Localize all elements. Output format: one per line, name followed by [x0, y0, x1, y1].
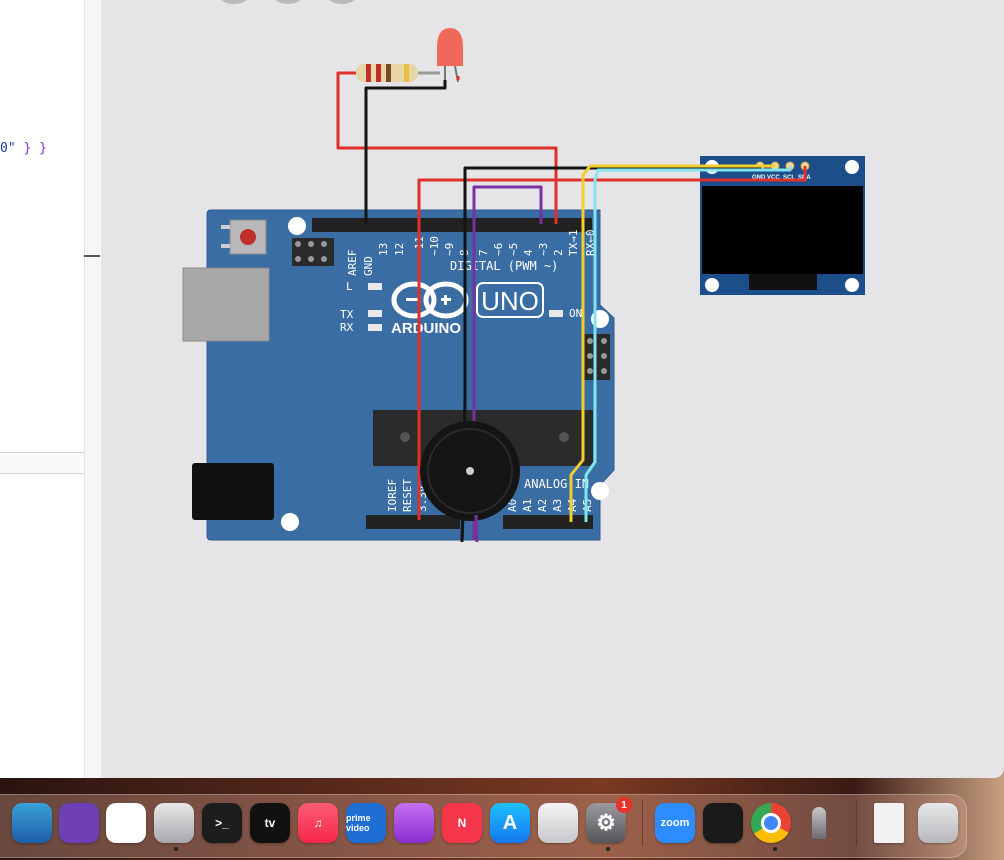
dock-finder-windows-icon[interactable]: [154, 803, 194, 843]
pin-label: ~9: [443, 243, 456, 256]
dock-icon-label: ⚙: [596, 810, 616, 835]
running-indicator: [174, 847, 178, 851]
dock-activity-monitor-icon[interactable]: [703, 803, 743, 843]
dock-podcasts-icon[interactable]: [394, 803, 434, 843]
pin-label: A0: [506, 499, 519, 512]
circuit-diagram: UNO ARDUINO DIGITAL (PWM ~) ANALOG IN L …: [182, 28, 865, 543]
board-brand-label: ARDUINO: [391, 320, 461, 337]
code-fragment: 0": [0, 141, 16, 156]
piezo-buzzer[interactable]: [420, 421, 520, 543]
dock-icon-label: ♫: [313, 816, 323, 830]
red-led[interactable]: [437, 28, 463, 84]
pin-label: GND: [362, 256, 375, 276]
led-label-l: L: [346, 280, 353, 293]
dock-icon-label: N: [457, 816, 467, 830]
dock-icon-label: A: [502, 811, 518, 834]
code-panel-divider: [0, 452, 100, 474]
pin-label: 2: [552, 249, 565, 256]
analog-pins-label: ANALOG IN: [524, 477, 589, 491]
running-indicator: [606, 847, 610, 851]
oled-pin-scl: SCL: [783, 175, 795, 181]
pin-label: A2: [536, 499, 549, 512]
dock-separator: [856, 800, 857, 846]
dock-icon-label: tv: [264, 816, 276, 830]
led-label-on: ON: [569, 307, 582, 320]
pin-label: IOREF: [386, 479, 399, 512]
dock-iphone-mirroring-icon[interactable]: [538, 803, 578, 843]
dock-news-icon[interactable]: N: [442, 803, 482, 843]
toolbar-dots: [219, 0, 381, 9]
notification-badge: 1: [616, 797, 632, 813]
dock-chrome-icon[interactable]: [751, 803, 791, 843]
pin-label: ~3: [537, 243, 550, 256]
editor-scrollbar[interactable]: [84, 0, 101, 778]
dock-instruments-icon[interactable]: [12, 803, 52, 843]
pin-label: TX→1: [567, 230, 580, 257]
pin-label: RESET: [401, 479, 414, 512]
scroll-marker: [84, 255, 100, 257]
dock-music-icon[interactable]: ♫: [298, 803, 338, 843]
dock-terminal-icon[interactable]: >_: [202, 803, 242, 843]
oled-pin-vcc: VCC: [767, 175, 780, 181]
dock-ollama-icon[interactable]: [106, 803, 146, 843]
dock-github-desktop-icon[interactable]: [59, 803, 99, 843]
pin-label: 4: [522, 249, 535, 256]
dock-icon-label: zoom: [660, 817, 690, 829]
dock-app-store-icon[interactable]: A: [490, 803, 530, 843]
led-label-tx: TX: [340, 308, 354, 321]
dock-zoom-icon[interactable]: zoom: [655, 803, 695, 843]
oled-display[interactable]: GND VCC SCL SDA: [700, 156, 865, 295]
pin-label: ~5: [507, 243, 520, 256]
code-line[interactable]: 0" } }: [0, 141, 47, 156]
dock-apple-tv-icon[interactable]: tv: [250, 803, 290, 843]
pin-label: A1: [521, 499, 534, 512]
simulation-canvas[interactable]: [101, 0, 1004, 778]
code-brace: } }: [15, 141, 47, 156]
pin-label: 13: [377, 243, 390, 256]
dock-trash-icon[interactable]: [918, 803, 958, 843]
pin-label: ~10: [428, 236, 441, 256]
oled-pin-gnd: GND: [752, 175, 766, 181]
board-model-label: UNO: [481, 286, 539, 316]
pin-label: ~6: [492, 243, 505, 256]
pin-label: 7: [477, 249, 490, 256]
arduino-uno-board[interactable]: UNO ARDUINO DIGITAL (PWM ~) ANALOG IN L …: [182, 209, 615, 541]
pin-label: AREF: [346, 250, 359, 277]
led-label-rx: RX: [340, 321, 354, 334]
dock-separator: [642, 800, 643, 846]
pin-label: A3: [551, 499, 564, 512]
dock-icon-label: >_: [215, 816, 229, 830]
digital-pins-label: DIGITAL (PWM ~): [450, 259, 558, 273]
running-indicator: [773, 847, 777, 851]
dock-prime-video-icon[interactable]: prime video: [346, 803, 386, 843]
dock-document-icon[interactable]: [874, 803, 904, 843]
dock-rocket-typist-icon[interactable]: [799, 803, 839, 843]
pin-label: 12: [393, 243, 406, 256]
dock-system-settings-icon[interactable]: ⚙1: [586, 797, 632, 843]
dock-icon-label: prime video: [346, 813, 371, 833]
wokwi-window: 0" } }: [0, 0, 1004, 778]
